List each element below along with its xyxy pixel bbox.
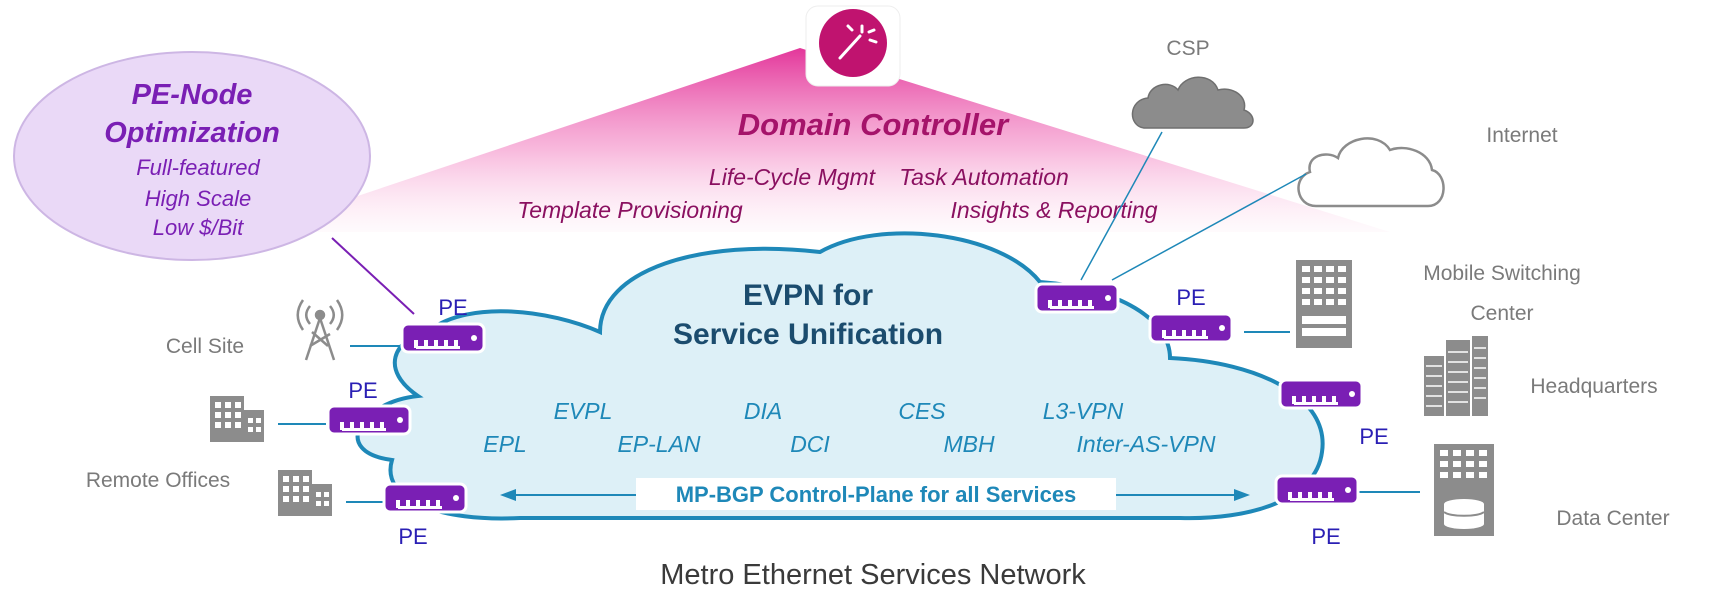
optimization-pointer [331, 237, 415, 315]
magic-wand-icon [838, 24, 878, 60]
optimization-title-2: Optimization [104, 117, 280, 149]
optimization-title-1: PE-Node [132, 79, 253, 111]
mobile-switching-label-2: Center [1470, 302, 1533, 325]
optimization-item-3: Low $/Bit [153, 215, 244, 240]
optimization-bubble [13, 51, 371, 261]
csp-cloud [1131, 76, 1254, 129]
remote-office-building-icon [210, 396, 264, 442]
service-dia: DIA [744, 398, 782, 424]
internet-cloud [1297, 137, 1445, 208]
data-center-building-icon [1434, 444, 1494, 536]
service-ep-lan: EP-LAN [617, 431, 700, 457]
service-ces: CES [898, 398, 946, 424]
pe-router-remote-office-1[interactable] [326, 404, 412, 436]
service-l3vpn: L3-VPN [1043, 398, 1124, 424]
pe-router-data-center[interactable] [1274, 474, 1360, 506]
mobile-switching-building-icon [1296, 260, 1352, 348]
pe-label: PE [398, 524, 427, 549]
pe-router-remote-office-2[interactable] [382, 482, 468, 514]
pe-router-top-right[interactable] [1034, 282, 1120, 314]
pe-label: PE [438, 295, 467, 320]
service-mbh: MBH [943, 431, 995, 457]
link-csp [1080, 131, 1163, 281]
cell-site-label: Cell Site [166, 335, 244, 358]
headquarters-label: Headquarters [1530, 375, 1657, 398]
control-plane-label: MP-BGP Control-Plane for all Services [676, 482, 1077, 507]
pe-label: PE [348, 378, 377, 403]
service-dci: DCI [790, 431, 830, 457]
cell-tower-icon [296, 299, 344, 361]
csp-label: CSP [1166, 37, 1209, 60]
controller-function-2: Task Automation [899, 164, 1069, 190]
service-inter-as-vpn: Inter-AS-VPN [1077, 431, 1216, 457]
control-plane-arrow [500, 478, 1250, 510]
cloud-title-2: Service Unification [673, 318, 943, 351]
controller-wedge [250, 48, 1390, 232]
mobile-switching-label-1: Mobile Switching [1423, 262, 1581, 285]
controller-node[interactable] [805, 5, 901, 87]
internet-label: Internet [1486, 124, 1557, 147]
controller-title: Domain Controller [738, 107, 1010, 142]
data-center-label: Data Center [1556, 507, 1669, 530]
pe-label: PE [1176, 285, 1205, 310]
controller-function-1: Life-Cycle Mgmt [709, 164, 877, 190]
pe-label: PE [1359, 424, 1388, 449]
pe-router-headquarters[interactable] [1278, 378, 1364, 410]
diagram-caption: Metro Ethernet Services Network [660, 559, 1086, 589]
cloud-title-1: EVPN for [743, 279, 873, 312]
pe-router-mobile-switching[interactable] [1148, 312, 1234, 344]
remote-office-building-icon [278, 470, 332, 516]
optimization-item-2: High Scale [145, 186, 251, 211]
service-epl: EPL [483, 431, 526, 457]
controller-function-4: Insights & Reporting [950, 197, 1157, 223]
controller-function-3: Template Provisioning [517, 197, 743, 223]
link-internet [1111, 173, 1307, 281]
pe-router-cell-site[interactable] [400, 322, 486, 354]
remote-offices-label: Remote Offices [86, 469, 230, 492]
headquarters-building-icon [1424, 336, 1488, 416]
pe-label: PE [1311, 524, 1340, 549]
optimization-item-1: Full-featured [136, 155, 260, 180]
evpn-cloud [355, 231, 1325, 521]
service-evpl: EVPL [554, 398, 613, 424]
